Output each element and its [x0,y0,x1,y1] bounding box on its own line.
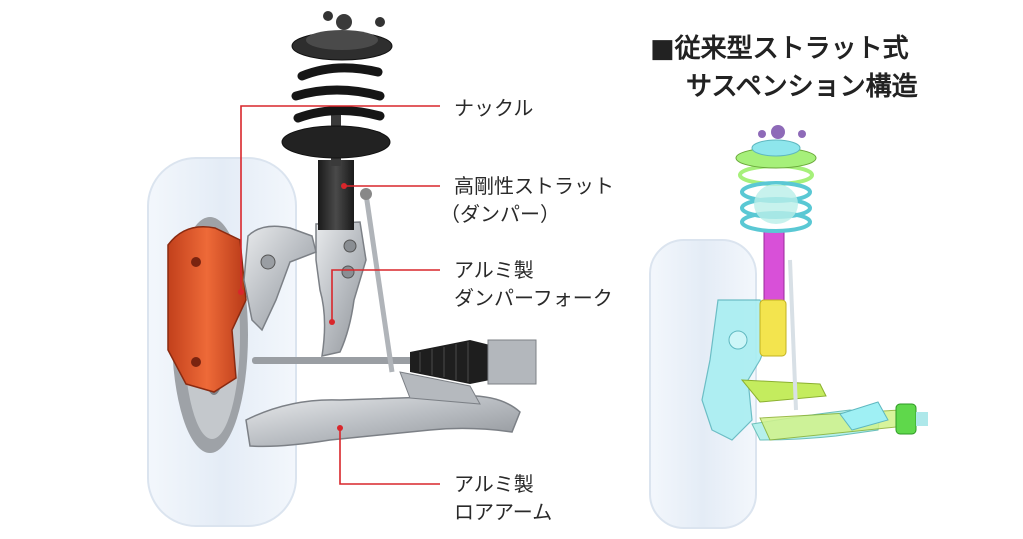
knuckle-part [243,225,317,332]
strut-body [318,160,354,230]
steering-rack [487,339,537,385]
steering-boot [410,340,490,384]
label-fork-line1: アルミ製 [454,258,534,282]
damper-fork-part [315,221,367,357]
main-suspension-illustration [147,11,537,527]
comparison-title-line1: ■従来型ストラット式 [650,34,909,64]
leader-lines [240,105,440,485]
lower-spring-seat [281,125,391,159]
conventional-suspension-illustration [649,125,928,529]
tie-rod [252,357,432,364]
label-strut-line1: 高剛性ストラット [454,174,614,198]
leader-dots [238,183,347,431]
label-arm-line1: アルミ製 [454,472,534,496]
label-strut-line2: （ダンパー） [440,202,560,226]
stabilizer-link [363,193,395,373]
leader-line-arm [339,428,440,485]
lower-arm-part [245,395,521,448]
brake-caliper [167,226,247,393]
comparison-title-line2: サスペンション構造 [686,72,918,102]
leader-line-fork [331,269,440,322]
leader-line-knuckle [240,105,440,292]
strut-yellow [759,299,787,357]
bushing [895,403,917,435]
label-fork-line2: ダンパーフォーク [454,286,613,310]
label-arm-line2: ロアアーム [454,500,553,524]
label-knuckle: ナックル [454,96,534,120]
